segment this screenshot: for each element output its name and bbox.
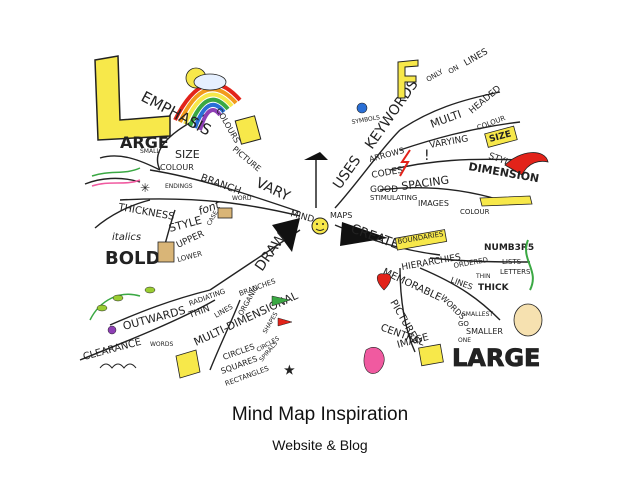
book-icon: [157, 241, 175, 263]
small-star-icon: ★: [284, 363, 295, 377]
word-bold: BOLD: [105, 248, 160, 269]
flower-pot-icon: [363, 347, 385, 374]
word-thin: THIN: [475, 273, 490, 280]
tree-icon: [525, 239, 534, 291]
picture-frame-icon: [234, 115, 262, 145]
star-icon: ✳: [140, 181, 150, 195]
vary-cluster: ARGE EMPHASIS COLOURS PICTURE SMALL SIZE…: [91, 55, 263, 269]
center-right-label: MAPS: [330, 211, 352, 220]
spiral-icon: [99, 363, 137, 369]
word-lines: LINES: [463, 47, 491, 69]
word-smallest: SMALLEST: [462, 311, 493, 318]
draw-cluster: RADIATING BRANCHES THIN LINES ORGANIC OU…: [82, 277, 301, 388]
word-arge: ARGE: [120, 133, 169, 152]
create-cluster: BOUNDARIES NUMB3R5 LISTS LETTERS HIERARC…: [363, 229, 543, 374]
word-codes: CODES: [371, 166, 404, 181]
word-spacing: SPACING: [401, 173, 450, 193]
branch-uses: USES: [330, 153, 364, 192]
leaf-icon-3: [144, 286, 156, 294]
word-images: IMAGES: [418, 199, 449, 208]
word-word: WORD: [232, 195, 252, 202]
word-words-draw: WORDS: [150, 341, 173, 348]
word-stimulating: STIMULATING: [370, 194, 417, 202]
word-lists: LISTS: [502, 258, 522, 266]
word-thick: THICK: [478, 283, 510, 293]
leaf-icon-2: [112, 294, 124, 302]
mind-map-illustration: MIND MAPS VARY USES CREATE DRAW ARGE EMP…: [79, 47, 549, 388]
letter-f-icon: [397, 59, 419, 99]
word-symbols: SYMBOLS: [351, 114, 381, 126]
balloon-face-icon: [513, 303, 543, 337]
word-lower: LOWER: [176, 250, 203, 264]
word-colour-images: COLOUR: [460, 208, 490, 216]
word-only: ONLY: [425, 67, 445, 83]
word-keywords: KEYWORDS: [362, 77, 422, 152]
word-varying: VARYING: [429, 134, 469, 151]
word-go: GO: [458, 320, 469, 328]
word-smaller: SMALLER: [466, 327, 503, 336]
word-lines-draw: LINES: [213, 302, 235, 319]
caption-title: Mind Map Inspiration: [231, 404, 409, 425]
word-italics: italics: [112, 232, 141, 243]
eye-icon: [356, 102, 368, 114]
branch-draw: DRAW: [252, 230, 290, 274]
word-on: ON: [447, 63, 460, 75]
word-numbers: NUMB3R5: [484, 243, 534, 253]
vine-icon: [89, 293, 141, 321]
word-clearance: CLEARANCE: [82, 337, 143, 363]
heart-icon: [376, 273, 392, 291]
lightning-icon: [399, 149, 411, 177]
red-swoosh-icon: [504, 152, 549, 176]
word-memorable: MEMORABLE: [381, 267, 443, 304]
word-size: SIZE: [175, 148, 200, 161]
flag-icon-2: [277, 317, 293, 327]
cube-icon: [175, 349, 201, 379]
hub-icon: [107, 325, 117, 335]
word-thickness: THICKNESS: [116, 202, 175, 223]
branch-create: CREATE: [349, 222, 401, 253]
word-small: SMALL: [140, 148, 160, 155]
size-box-icon: [484, 125, 518, 148]
branch-vary: VARY: [253, 175, 292, 205]
rainbow-icon: [173, 82, 242, 131]
branch-lines: [79, 91, 531, 371]
computer-screen-icon: [418, 343, 444, 367]
word-endings: ENDINGS: [165, 183, 193, 190]
word-good: GOOD: [370, 185, 398, 195]
pencil-icon: [479, 195, 533, 207]
uses-cluster: KEYWORDS ONLY ON LINES MULTI HEADED VARY…: [351, 47, 549, 216]
word-large: LARGE: [452, 344, 540, 372]
word-picture: PICTURE: [231, 145, 263, 174]
central-image: MIND MAPS: [272, 152, 388, 252]
word-colour: COLOUR: [160, 163, 194, 172]
word-branch: BRANCH: [199, 172, 242, 197]
word-one: ONE: [458, 337, 471, 344]
block-icon: [217, 207, 233, 219]
smiley-icon: [311, 217, 329, 235]
leaf-icon: [96, 304, 108, 312]
caption-subtitle: Website & Blog: [272, 437, 368, 453]
boundaries-box: [394, 229, 448, 251]
flag-icon: [271, 295, 291, 307]
word-headed: HEADED: [468, 84, 504, 116]
word-letters: LETTERS: [500, 268, 531, 276]
exclaim-icon: !: [424, 148, 430, 164]
cloud-icon: [193, 73, 227, 91]
large-l-letter: [94, 55, 171, 141]
